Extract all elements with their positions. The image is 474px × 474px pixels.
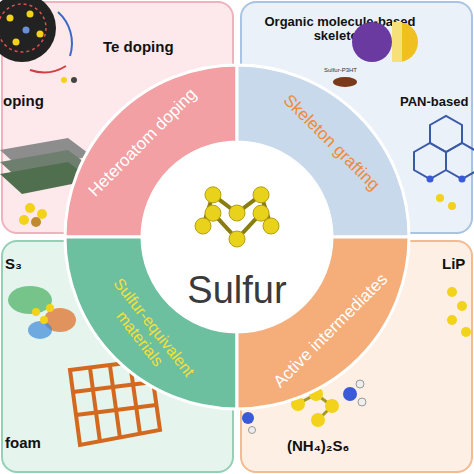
sulfur-atom [229,231,245,247]
panel-label: Organic molecule-based skeleton [250,15,430,44]
sulfur-atom [253,205,269,221]
inner-disc [142,142,332,332]
panel-label: S₃ [5,256,22,273]
panel-label: Te doping [103,39,174,56]
panel-label: Sulfur-P3HT [324,67,357,74]
circle-shape [65,65,409,409]
panel-label: foam [5,435,41,452]
category-label: Sulfur [157,270,317,312]
sulfur-atom [205,187,221,203]
panel-label: PAN-based [400,95,468,109]
panel-label: oping [3,93,44,110]
sulfur-atom [195,218,211,234]
panel-label: (NH₄)₂S₆ [287,438,349,455]
center-circle: Heteroatom dopingSkeleton graftingSulfur… [65,65,409,409]
sulfur-atom [229,205,245,221]
sulfur-atom [253,187,269,203]
panel-label: LiP [442,256,465,273]
